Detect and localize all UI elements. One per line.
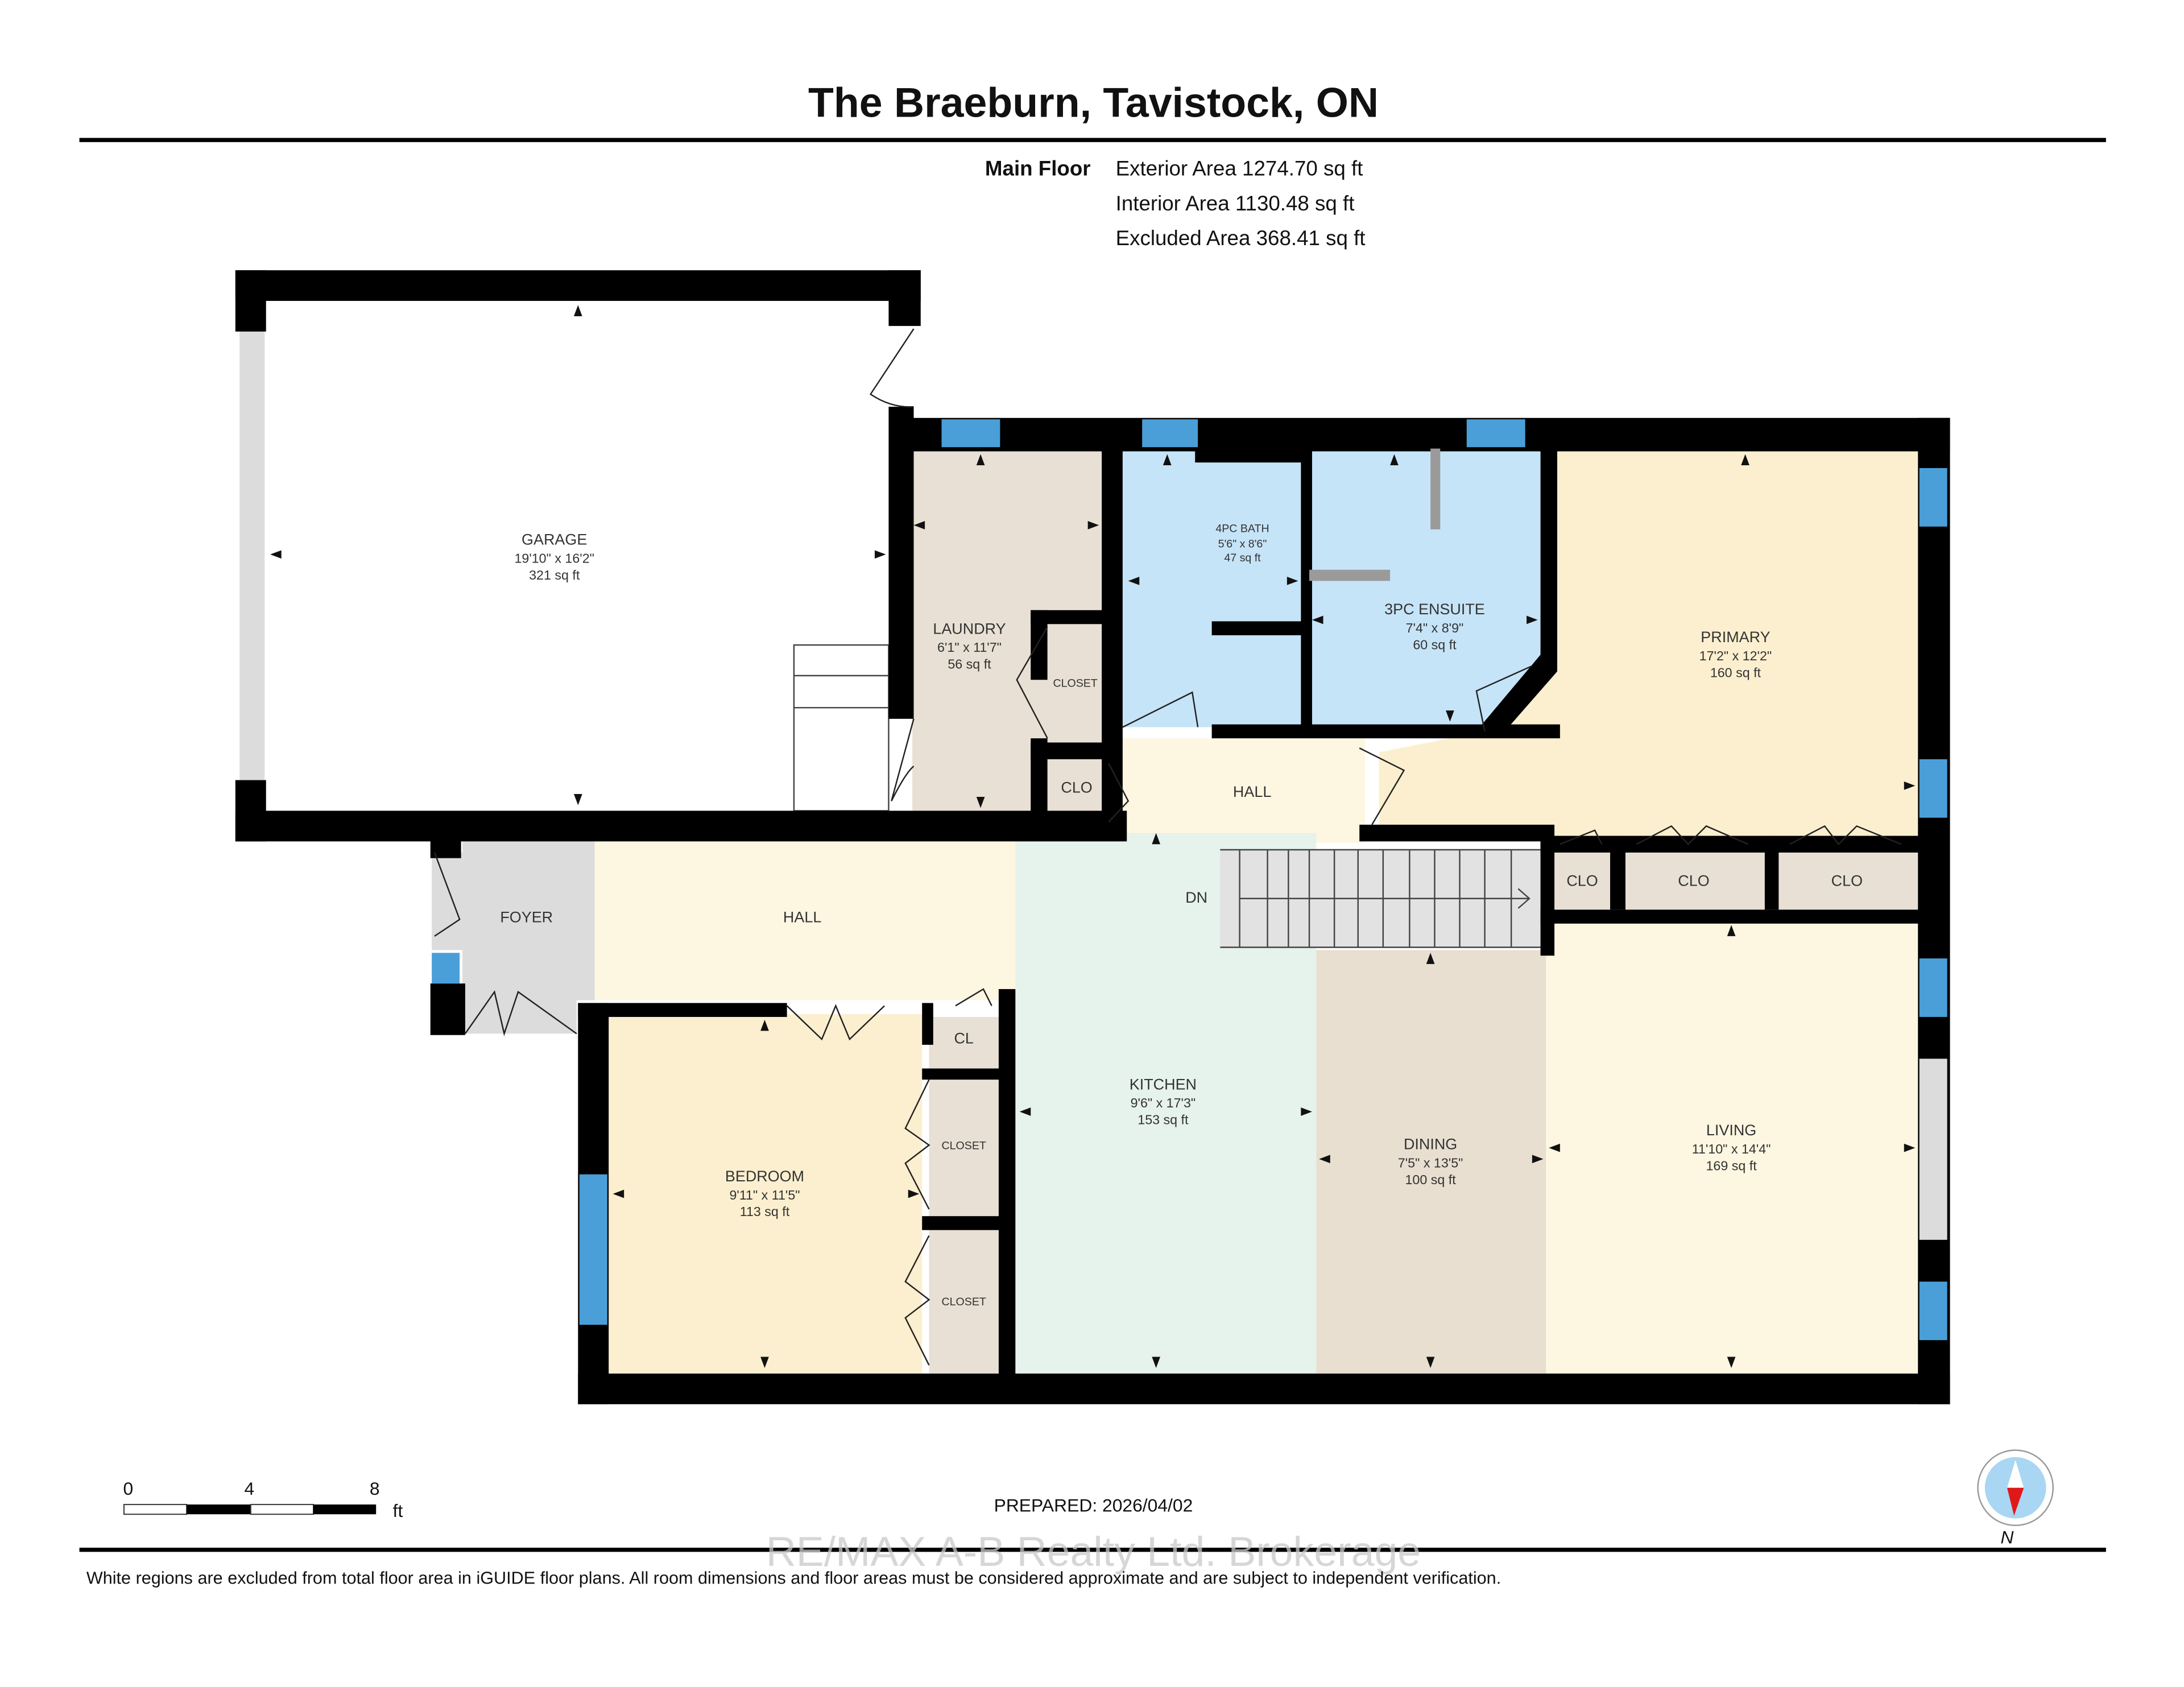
room-area: 169 sq ft bbox=[1706, 1158, 1757, 1173]
footer-rule bbox=[79, 1548, 2106, 1552]
room-dims: 17'2" x 12'2" bbox=[1699, 648, 1772, 663]
room-bedroom: BEDROOM 9'11" x 11'5" 113 sq ft bbox=[725, 1168, 804, 1219]
scale-bar: 0 4 8 ft bbox=[123, 1478, 403, 1521]
label-clo-3: CLO bbox=[1831, 873, 1863, 890]
disclaimer: White regions are excluded from total fl… bbox=[86, 1569, 1501, 1588]
room-area: 47 sq ft bbox=[1224, 552, 1261, 564]
room-dims: 9'11" x 11'5" bbox=[729, 1188, 800, 1202]
scale-tick-0: 0 bbox=[123, 1478, 133, 1499]
label-closet-bed-2: CLOSET bbox=[942, 1296, 986, 1308]
room-dims: 6'1" x 11'7" bbox=[937, 640, 1002, 655]
label-cl: CL bbox=[954, 1029, 973, 1047]
ensuite-floor bbox=[1309, 448, 1541, 725]
room-kitchen: KITCHEN 9'6" x 17'3" 153 sq ft bbox=[1130, 1076, 1197, 1127]
label-closet-bed-1: CLOSET bbox=[942, 1140, 986, 1152]
watermark: RE/MAX A-B Realty Ltd. Brokerage bbox=[766, 1528, 1421, 1575]
room-living: LIVING 11'10" x 14'4" 169 sq ft bbox=[1692, 1122, 1771, 1173]
dining-floor bbox=[1316, 950, 1546, 1374]
bath4pc-floor bbox=[1122, 448, 1301, 727]
room-dims: 19'10" x 16'2" bbox=[514, 551, 594, 565]
interior-area: Interior Area 1130.48 sq ft bbox=[1116, 192, 1355, 215]
room-name: 4PC BATH bbox=[1215, 523, 1269, 535]
room-area: 60 sq ft bbox=[1413, 637, 1457, 652]
room-dims: 5'6" x 8'6" bbox=[1218, 538, 1267, 551]
label-closet-laundry: CLOSET bbox=[1053, 677, 1097, 689]
clo-small-floor bbox=[1047, 759, 1106, 815]
foyer-closet-sill bbox=[465, 1000, 577, 1034]
bed-closet-1-floor bbox=[929, 1072, 999, 1217]
primary-floor bbox=[1379, 448, 1918, 836]
bed-closet-2-floor bbox=[929, 1230, 999, 1374]
label-foyer: FOYER bbox=[500, 908, 553, 925]
stairs bbox=[793, 644, 1541, 948]
living-floor bbox=[1546, 922, 1920, 1374]
room-area: 56 sq ft bbox=[948, 657, 991, 672]
label-hall-main: HALL bbox=[783, 908, 821, 925]
room-area: 100 sq ft bbox=[1405, 1172, 1457, 1187]
label-clo-small: CLO bbox=[1061, 779, 1092, 796]
foyer-floor bbox=[462, 833, 595, 1000]
header-rule bbox=[79, 138, 2106, 142]
excluded-area: Excluded Area 368.41 sq ft bbox=[1116, 226, 1366, 250]
ensuite-fixture-2 bbox=[1309, 569, 1391, 581]
cl-floor bbox=[929, 1016, 999, 1069]
room-name: LAUNDRY bbox=[933, 620, 1006, 637]
room-dims: 7'4" x 8'9" bbox=[1406, 621, 1464, 635]
hall-floor bbox=[594, 833, 1016, 1000]
garage-floor bbox=[264, 299, 892, 811]
room-garage: GARAGE 19'10" x 16'2" 321 sq ft bbox=[514, 531, 594, 582]
scale-unit: ft bbox=[393, 1500, 403, 1521]
compass-label: N bbox=[2000, 1527, 2013, 1548]
ensuite-fixture bbox=[1430, 448, 1441, 530]
clo-1-floor bbox=[1554, 850, 1611, 910]
prepared-date: PREPARED: 2026/04/02 bbox=[994, 1495, 1193, 1515]
clo-2-floor bbox=[1625, 850, 1765, 910]
bedroom-floor bbox=[609, 1014, 923, 1374]
dimension-arrows bbox=[270, 305, 1916, 1368]
floor-label: Main Floor bbox=[985, 157, 1091, 180]
room-dims: 11'10" x 14'4" bbox=[1692, 1142, 1771, 1156]
label-clo-2: CLO bbox=[1678, 873, 1709, 890]
room-4pc-bath: 4PC BATH 5'6" x 8'6" 47 sq ft bbox=[1215, 523, 1269, 564]
room-name: BEDROOM bbox=[725, 1168, 804, 1185]
label-stairs-down: DN bbox=[1185, 889, 1207, 906]
garage-door-opening bbox=[239, 331, 265, 780]
scale-tick-8: 8 bbox=[370, 1478, 380, 1499]
room-laundry: LAUNDRY 6'1" x 11'7" 56 sq ft bbox=[933, 620, 1006, 671]
scale-tick-4: 4 bbox=[245, 1478, 255, 1499]
room-name: DINING bbox=[1404, 1136, 1457, 1153]
room-area: 113 sq ft bbox=[740, 1204, 790, 1219]
room-3pc-ensuite: 3PC ENSUITE 7'4" x 8'9" 60 sq ft bbox=[1384, 601, 1485, 652]
laundry-closet-floor bbox=[1047, 619, 1106, 746]
label-hall-upper: HALL bbox=[1233, 783, 1271, 800]
doors bbox=[433, 328, 1902, 1366]
clo-3-floor bbox=[1778, 850, 1918, 910]
room-primary: PRIMARY 17'2" x 12'2" 160 sq ft bbox=[1699, 629, 1772, 680]
exterior-area: Exterior Area 1274.70 sq ft bbox=[1116, 157, 1363, 180]
windows bbox=[432, 419, 1947, 1341]
room-area: 160 sq ft bbox=[1710, 665, 1761, 680]
upper-hall-floor bbox=[1121, 738, 1365, 843]
room-name: LIVING bbox=[1706, 1122, 1756, 1139]
page-title: The Braeburn, Tavistock, ON bbox=[808, 79, 1379, 126]
room-dining: DINING 7'5" x 13'5" 100 sq ft bbox=[1398, 1136, 1463, 1187]
room-name: KITCHEN bbox=[1130, 1076, 1197, 1093]
room-name: GARAGE bbox=[522, 531, 587, 548]
room-area: 321 sq ft bbox=[529, 568, 580, 582]
room-dims: 7'5" x 13'5" bbox=[1398, 1155, 1463, 1170]
label-clo-1: CLO bbox=[1566, 873, 1598, 890]
room-area: 153 sq ft bbox=[1138, 1113, 1189, 1127]
room-name: PRIMARY bbox=[1701, 629, 1770, 646]
compass-icon: N bbox=[1977, 1449, 2054, 1548]
room-dims: 9'6" x 17'3" bbox=[1131, 1095, 1196, 1110]
room-name: 3PC ENSUITE bbox=[1384, 601, 1485, 618]
